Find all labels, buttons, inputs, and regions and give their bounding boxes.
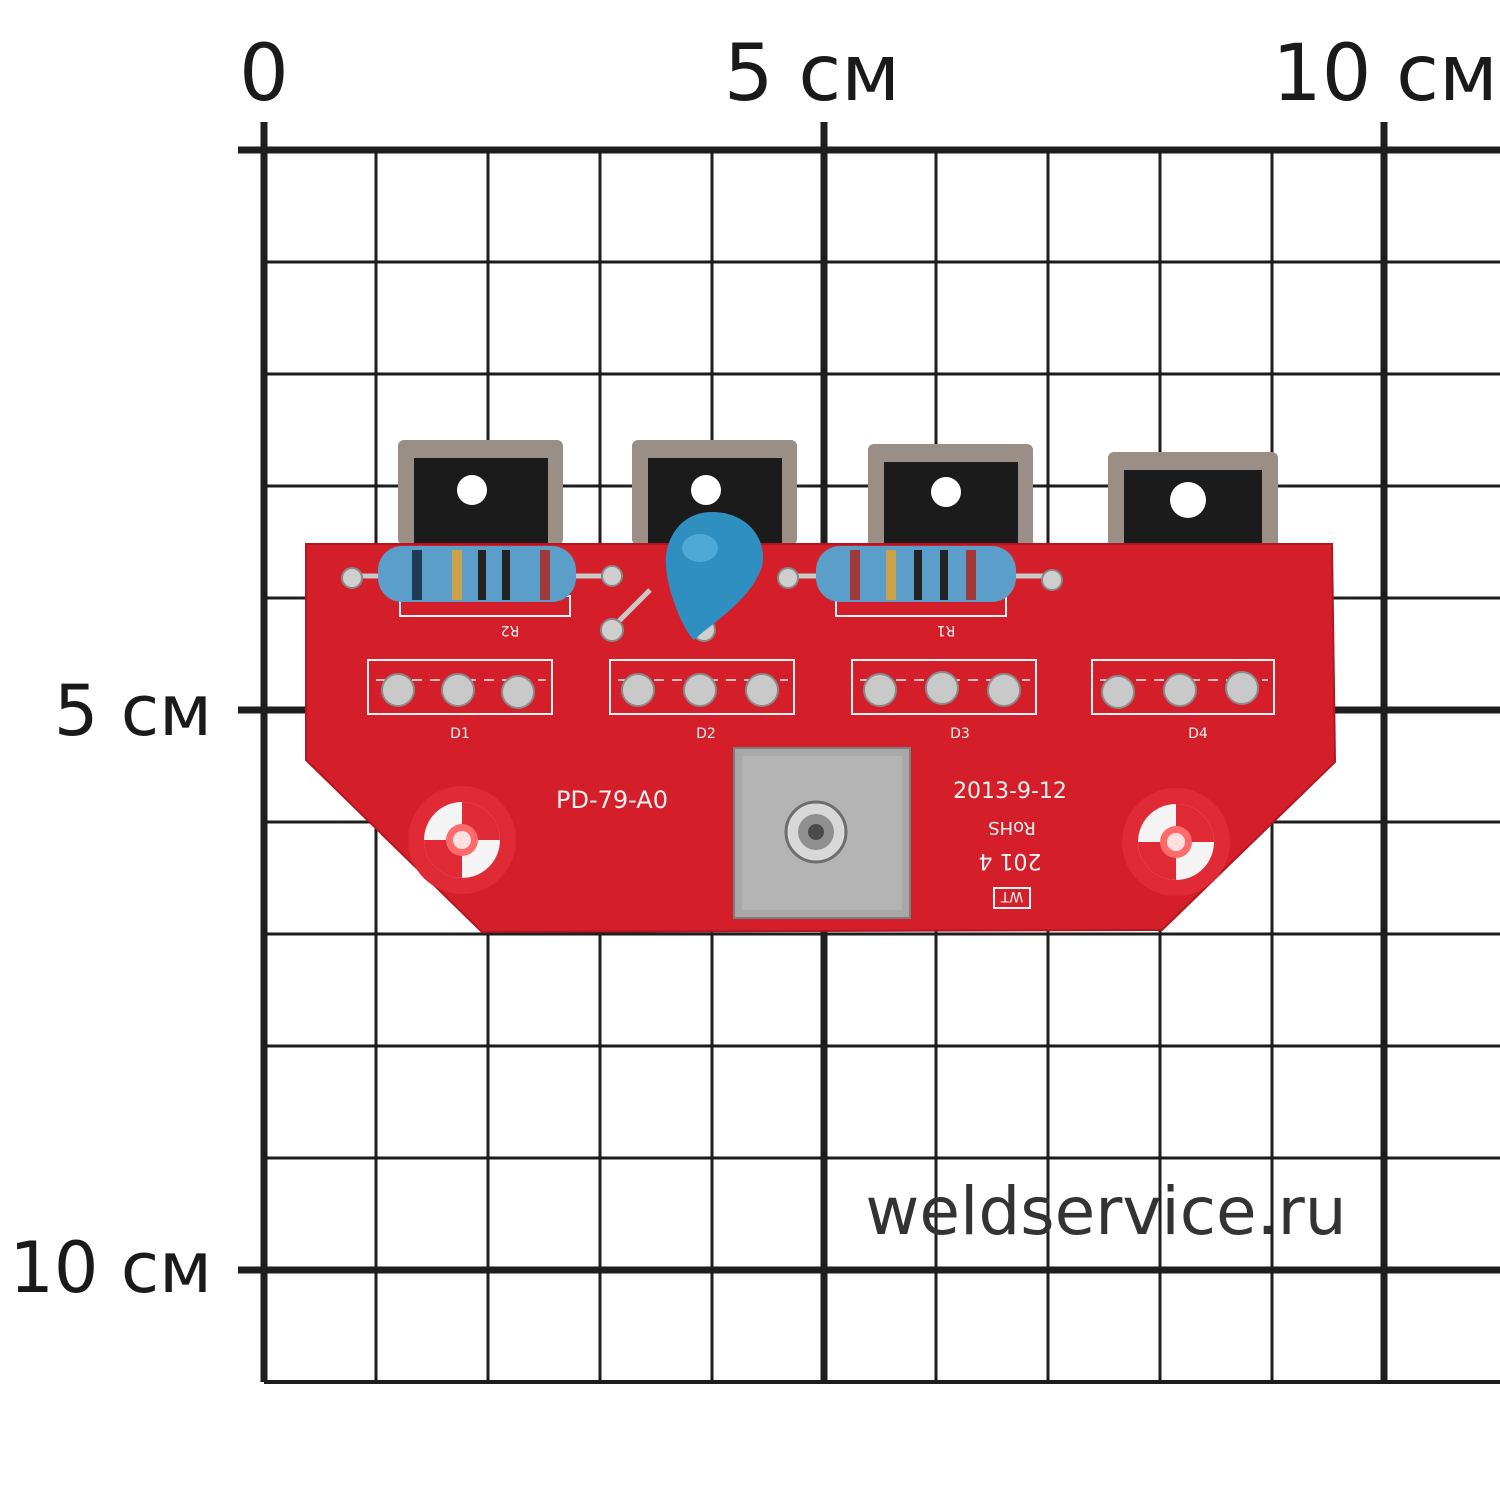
resistor-r2 (341, 546, 623, 602)
transistor-3 (868, 444, 1033, 549)
diode-pads-d4 (1091, 659, 1275, 715)
maker-mark: WT (993, 887, 1031, 909)
heatsink-plate (733, 747, 911, 919)
pcb-board (305, 543, 1337, 934)
rohs-mark: RoHS (988, 817, 1036, 838)
ceramic-capacitor (600, 512, 764, 642)
transistor-1 (398, 440, 563, 545)
top-label-5cm: 5 см (724, 29, 900, 119)
diode-label-d4: D4 (1188, 726, 1208, 742)
mounting-hole-left (408, 786, 516, 894)
svg-text:WT: WT (1000, 888, 1023, 904)
diode-pads-d3 (851, 659, 1037, 715)
left-label-5cm: 5 см (54, 670, 212, 752)
diode-label-d2: D2 (696, 726, 716, 742)
top-label-0: 0 (239, 29, 289, 119)
resistor-label-r1: R1 (937, 622, 956, 638)
diode-pads-d1 (367, 659, 553, 715)
pcb-assembly: R2 R1 (305, 440, 1337, 934)
date-code-mark: 201 4 (979, 848, 1042, 873)
transistor-4 (1108, 452, 1278, 552)
left-label-10cm: 10 см (9, 1227, 212, 1309)
board-model-label: PD-79-A0 (556, 786, 668, 814)
diode-pads-d2 (609, 659, 795, 715)
diode-label-d3: D3 (950, 726, 970, 742)
watermark-text: weldservice.ru (865, 1173, 1346, 1250)
resistor-r1 (777, 546, 1063, 602)
top-label-10cm: 10 см (1272, 29, 1498, 119)
resistor-label-r2: R2 (501, 622, 520, 638)
transistor-2 (632, 440, 797, 545)
diode-label-d1: D1 (450, 726, 470, 742)
board-date-label: 2013-9-12 (953, 779, 1067, 804)
mounting-hole-right (1122, 788, 1230, 896)
